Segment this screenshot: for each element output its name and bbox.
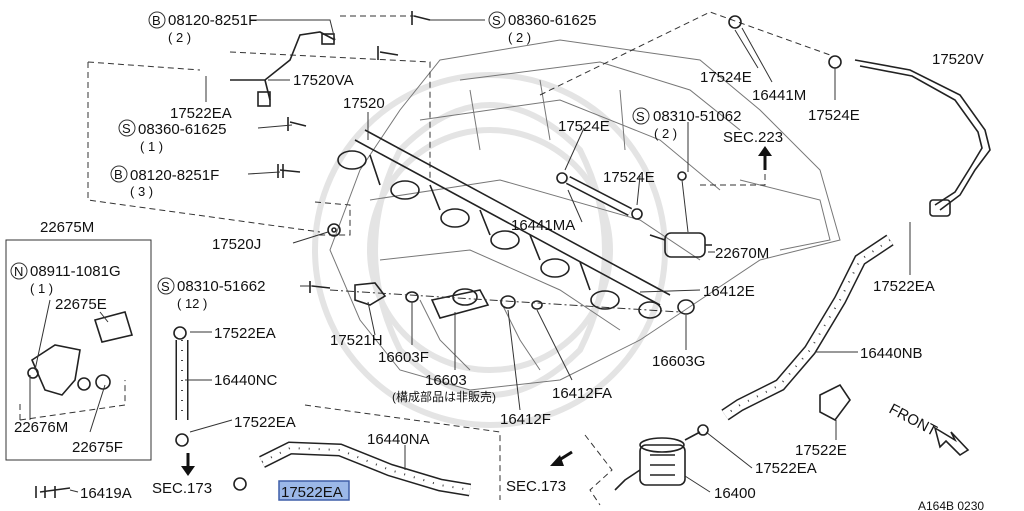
label-17524E: 17524E <box>808 107 860 124</box>
label-17522EA: 17522EA <box>170 105 232 122</box>
label-22676M: 22676M <box>14 419 68 436</box>
hose-16440NB <box>721 234 894 421</box>
label-17522EA-selected: 17522EA <box>281 484 343 501</box>
label-17520J: 17520J <box>212 236 261 253</box>
label-FRONT: FRONT <box>886 401 940 440</box>
selected-part-highlight <box>278 480 350 501</box>
label-SEC173: SEC.173 <box>152 480 212 497</box>
hose-16440NC <box>173 326 189 447</box>
label-qty: ( 2 ) <box>508 30 531 45</box>
prefix-s: S <box>122 121 131 136</box>
label-22675F: 22675F <box>72 439 123 456</box>
label-22670M: 22670M <box>715 245 769 262</box>
label-qty: ( 1 ) <box>30 281 53 296</box>
label-SEC223: SEC.223 <box>723 129 783 146</box>
label-qty: ( 2 ) <box>654 126 677 141</box>
hose-16441M <box>728 15 842 69</box>
label-16603-note: (構成部品は非販売) <box>392 389 496 404</box>
label-17522EA: 17522EA <box>755 460 817 477</box>
label-17524E: 17524E <box>558 118 610 135</box>
bolts <box>35 11 431 498</box>
label-qty: ( 3 ) <box>130 184 153 199</box>
label-22675M: 22675M <box>40 219 94 236</box>
label-16440NC: 16440NC <box>214 372 278 389</box>
prefix-s: S <box>636 109 645 124</box>
clip-17522E <box>819 383 851 422</box>
label-SEC173: SEC.173 <box>506 478 566 495</box>
tube-17520VA <box>230 31 336 107</box>
direction-arrows <box>181 146 772 476</box>
tube-17520V <box>854 59 991 217</box>
label-17520V: 17520V <box>932 51 984 68</box>
injector-16603 <box>329 288 695 319</box>
label-08360-61625: 08360-61625 <box>508 12 596 29</box>
label-17524E: 17524E <box>603 169 655 186</box>
prefix-markers: B S S B S N S <box>10 11 650 295</box>
label-qty: ( 2 ) <box>168 30 191 45</box>
label-22675E: 22675E <box>55 296 107 313</box>
front-arrow-icon <box>933 426 970 457</box>
label-16412FA: 16412FA <box>552 385 612 402</box>
label-08120-8251F: 08120-8251F <box>168 12 257 29</box>
label-16440NA: 16440NA <box>367 431 430 448</box>
label-17520VA: 17520VA <box>293 72 354 89</box>
hose-16441MA <box>556 172 643 220</box>
label-17521H: 17521H <box>330 332 383 349</box>
hose-16440NA <box>233 441 472 497</box>
label-16603F: 16603F <box>378 349 429 366</box>
label-17522EA: 17522EA <box>214 325 276 342</box>
label-08120-8251F: 08120-8251F <box>130 167 219 184</box>
engine-manifold-outline <box>329 39 841 391</box>
pressure-regulator-22670M <box>649 171 712 258</box>
label-16412E: 16412E <box>703 283 755 300</box>
prefix-s: S <box>161 279 170 294</box>
label-16400: 16400 <box>714 485 756 502</box>
label-16412F: 16412F <box>500 411 551 428</box>
part-labels: 08120-8251F ( 2 ) 08360-61625 ( 2 ) 1752… <box>14 12 984 511</box>
assembly-boundary-lines <box>87 11 831 506</box>
label-08911-1081G: 08911-1081G <box>30 263 121 280</box>
label-16441MA: 16441MA <box>511 217 575 234</box>
leader-lines <box>29 19 911 493</box>
label-08360-61625: 08360-61625 <box>138 121 226 138</box>
label-17524E: 17524E <box>700 69 752 86</box>
prefix-s: S <box>492 13 501 28</box>
label-17522E: 17522E <box>795 442 847 459</box>
label-17522EA: 17522EA <box>873 278 935 295</box>
detail-box-22675M <box>5 239 152 461</box>
fuel-filter-16400 <box>614 424 709 491</box>
label-08310-51062: 08310-51062 <box>653 108 741 125</box>
label-qty: ( 1 ) <box>140 139 163 154</box>
label-qty: ( 12 ) <box>177 296 207 311</box>
label-17520: 17520 <box>343 95 385 112</box>
fuel-rail-17520 <box>337 129 671 319</box>
label-08310-51662: 08310-51662 <box>177 278 265 295</box>
bracket-17521H <box>354 282 387 306</box>
prefix-b: B <box>152 13 161 28</box>
figure-id: A164B 0230 <box>918 499 984 511</box>
label-17522EA: 17522EA <box>234 414 296 431</box>
label-16603: 16603 <box>425 372 467 389</box>
prefix-n: N <box>14 264 23 279</box>
prefix-b: B <box>114 167 123 182</box>
label-16419A: 16419A <box>80 485 132 502</box>
label-16440NB: 16440NB <box>860 345 923 362</box>
label-16441M: 16441M <box>752 87 806 104</box>
label-16603G: 16603G <box>652 353 705 370</box>
